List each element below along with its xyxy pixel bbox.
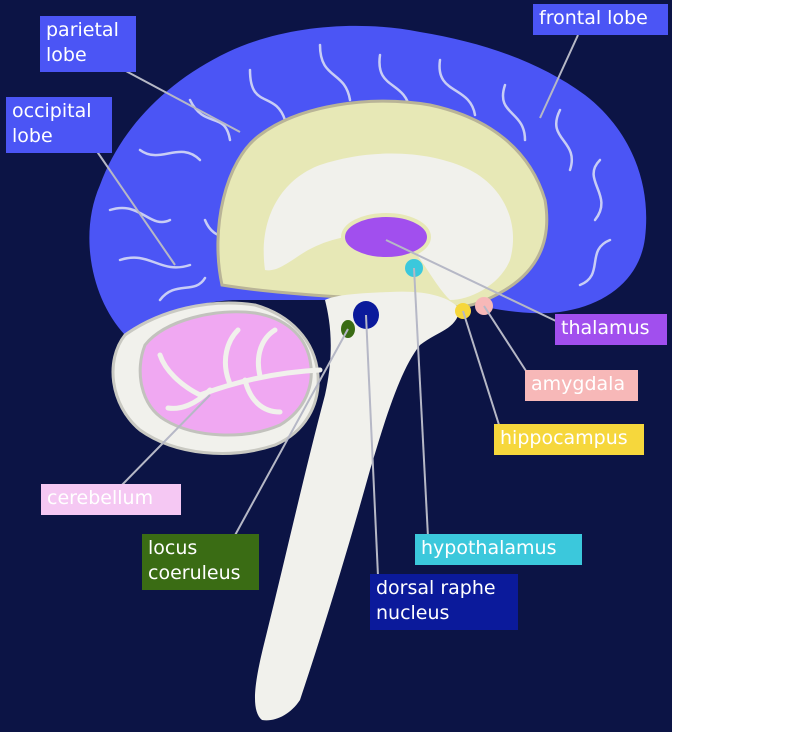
diagram-canvas: parietal lobe occipital lobe frontal lob…: [0, 0, 672, 732]
label-hypothalamus: hypothalamus: [415, 534, 582, 565]
leader-line-frontal: [539, 34, 579, 119]
brain-sagittal-diagram: [89, 25, 647, 721]
label-hippocampus: hippocampus: [494, 424, 644, 455]
leader-line-hippocampus: [462, 310, 501, 429]
leader-line-cerebellum: [119, 394, 211, 488]
leader-line-dorsal-raphe: [365, 314, 379, 577]
leader-line-thalamus: [385, 239, 559, 323]
brainstem: [254, 291, 460, 721]
label-occipital-lobe: occipital lobe: [6, 97, 112, 153]
label-cerebellum: cerebellum: [41, 484, 181, 515]
label-dorsal-raphe-nucleus: dorsal raphe nucleus: [370, 574, 518, 630]
leader-line-amygdala: [483, 305, 529, 375]
label-frontal-lobe: frontal lobe: [533, 4, 668, 35]
label-thalamus: thalamus: [555, 314, 667, 345]
thalamus-shape: [341, 213, 431, 261]
leader-line-hypothalamus: [413, 267, 429, 538]
label-amygdala: amygdala: [525, 370, 638, 401]
label-locus-coeruleus: locus coeruleus: [142, 534, 259, 590]
leader-line-locus-coeruleus: [227, 328, 349, 549]
cerebellum-branches: [157, 327, 323, 415]
leader-line-occipital: [95, 149, 176, 266]
label-parietal-lobe: parietal lobe: [40, 16, 136, 72]
